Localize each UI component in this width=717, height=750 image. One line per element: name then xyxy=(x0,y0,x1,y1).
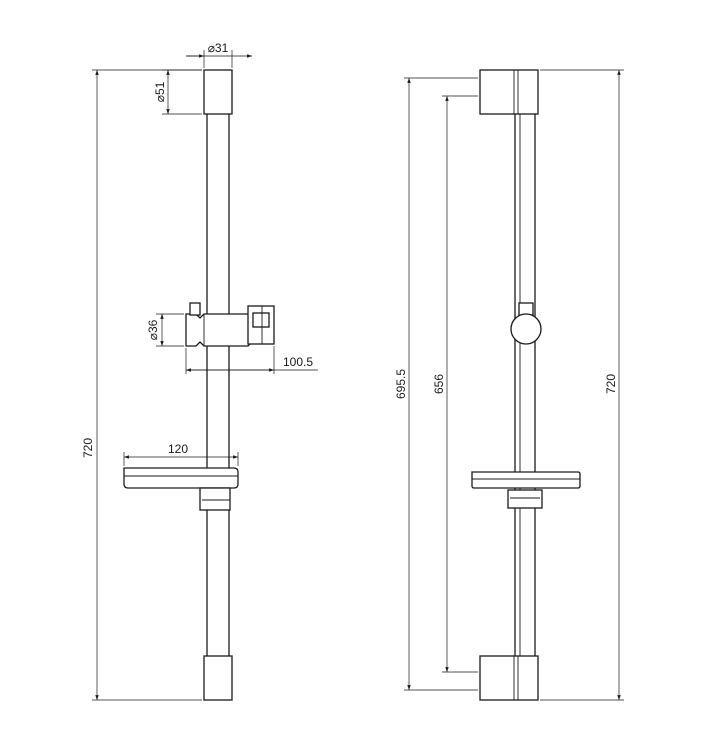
dim-bracket-span: 695.5 xyxy=(394,369,408,399)
dim-overall-height-right: 720 xyxy=(604,374,618,394)
dim-holder-projection: 100.5 xyxy=(283,355,313,369)
front-bottom-bracket xyxy=(203,655,233,701)
dim-soap-dish-width: 120 xyxy=(168,442,188,456)
side-dimensions: 695.5 656 720 xyxy=(394,69,624,701)
front-view xyxy=(123,69,275,701)
side-top-bracket xyxy=(479,69,539,115)
side-view xyxy=(471,69,581,701)
dim-bracket-diameter: ⌀51 xyxy=(153,81,167,102)
front-dimensions: ⌀31 ⌀51 ⌀36 100.5 120 720 xyxy=(81,41,318,701)
side-bottom-bracket xyxy=(479,655,539,701)
side-slider-holder xyxy=(510,302,542,345)
side-soap-dish xyxy=(471,471,581,509)
front-tube xyxy=(206,111,230,658)
dim-bar-span: 656 xyxy=(432,374,446,394)
side-tube xyxy=(514,111,536,658)
dim-overall-height-left: 720 xyxy=(81,438,95,458)
front-soap-dish xyxy=(123,467,239,511)
dim-holder-diameter: ⌀36 xyxy=(146,319,160,340)
dim-tube-diameter: ⌀31 xyxy=(208,41,229,55)
front-top-bracket xyxy=(203,69,233,115)
front-slider-holder xyxy=(185,302,275,347)
